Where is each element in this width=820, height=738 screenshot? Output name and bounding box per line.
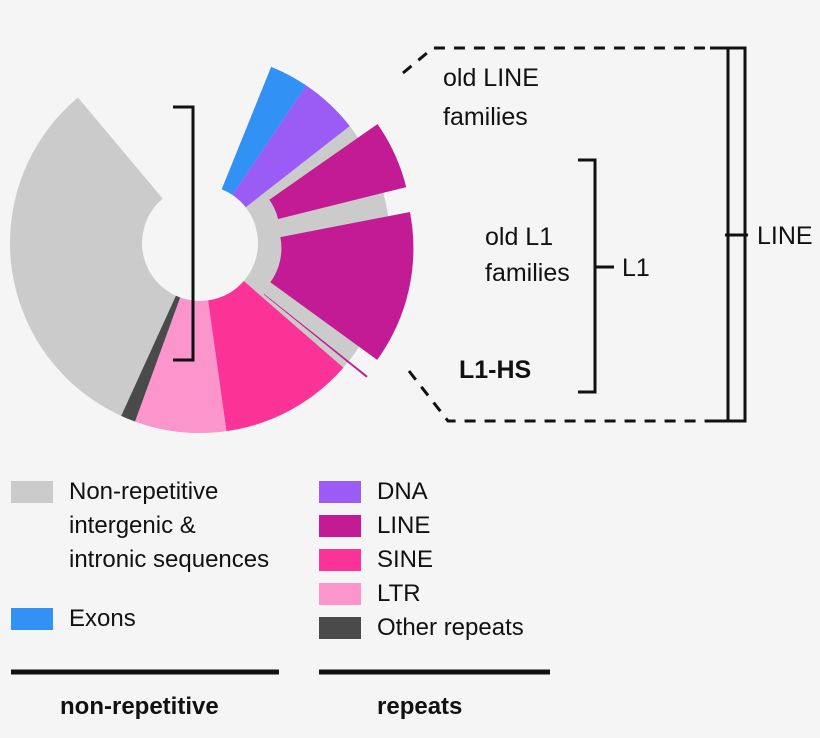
callout-lines bbox=[402, 46, 728, 423]
old-line-families-label-line2: families bbox=[443, 103, 528, 131]
annotation-labels: old LINE families old L1 families L1-HS … bbox=[443, 64, 813, 384]
callout-dash-bottom bbox=[407, 370, 728, 423]
l1-hs-label: L1-HS bbox=[459, 356, 531, 384]
legend-swatch-ltr[interactable] bbox=[319, 583, 361, 605]
legend-label-ltr: LTR bbox=[377, 580, 421, 607]
legend-label-line: LINE bbox=[377, 512, 430, 539]
pie-slice-other-repeats[interactable] bbox=[121, 295, 181, 422]
pie-slice-exons[interactable] bbox=[221, 66, 307, 195]
old-l1-families-label-line2: families bbox=[485, 259, 570, 287]
old-line-families-label-line1: old LINE bbox=[443, 64, 539, 92]
l1-bracket-label: L1 bbox=[622, 254, 650, 282]
pie-slice-sine[interactable] bbox=[208, 281, 344, 432]
group-label-non-repetitive: non-repetitive bbox=[60, 693, 219, 720]
legend-label-other-repeats: Other repeats bbox=[377, 614, 524, 641]
group-labels: non-repetitive repeats bbox=[60, 693, 462, 720]
line-bracket bbox=[173, 105, 195, 362]
legend-label-sine: SINE bbox=[377, 546, 433, 573]
legend-label-non-repetitive: intronic sequences bbox=[69, 546, 269, 573]
group-label-repeats: repeats bbox=[377, 693, 462, 720]
legend-swatch-exons[interactable] bbox=[11, 608, 53, 630]
legend-swatch-line[interactable] bbox=[319, 515, 361, 537]
legend-label-non-repetitive: Non-repetitive bbox=[69, 478, 218, 505]
legend-swatch-non-repetitive[interactable] bbox=[11, 481, 53, 503]
bracket-geometry bbox=[578, 46, 747, 423]
l1-bracket-main bbox=[578, 158, 597, 394]
pie-slice-old-l1-families[interactable] bbox=[270, 211, 414, 360]
legend: Non-repetitive intergenic & intronic seque… bbox=[11, 478, 524, 641]
legend-swatch-sine[interactable] bbox=[319, 549, 361, 571]
pie-slice-old-line-families[interactable] bbox=[269, 124, 407, 220]
legend-swatch-dna[interactable] bbox=[319, 481, 361, 503]
pie-slice-l1-hs[interactable] bbox=[263, 294, 368, 378]
legend-swatch-other-repeats[interactable] bbox=[319, 617, 361, 639]
old-l1-families-label-line1: old L1 bbox=[485, 223, 553, 251]
legend-label-exons: Exons bbox=[69, 605, 136, 632]
legend-label-non-repetitive: intergenic & bbox=[69, 512, 196, 539]
pie-slice-dna[interactable] bbox=[232, 85, 350, 208]
donut-chart bbox=[10, 66, 414, 434]
pie-slice-ltr[interactable] bbox=[135, 297, 227, 434]
legend-label-dna: DNA bbox=[377, 478, 428, 505]
line-bracket-label: LINE bbox=[757, 222, 813, 250]
